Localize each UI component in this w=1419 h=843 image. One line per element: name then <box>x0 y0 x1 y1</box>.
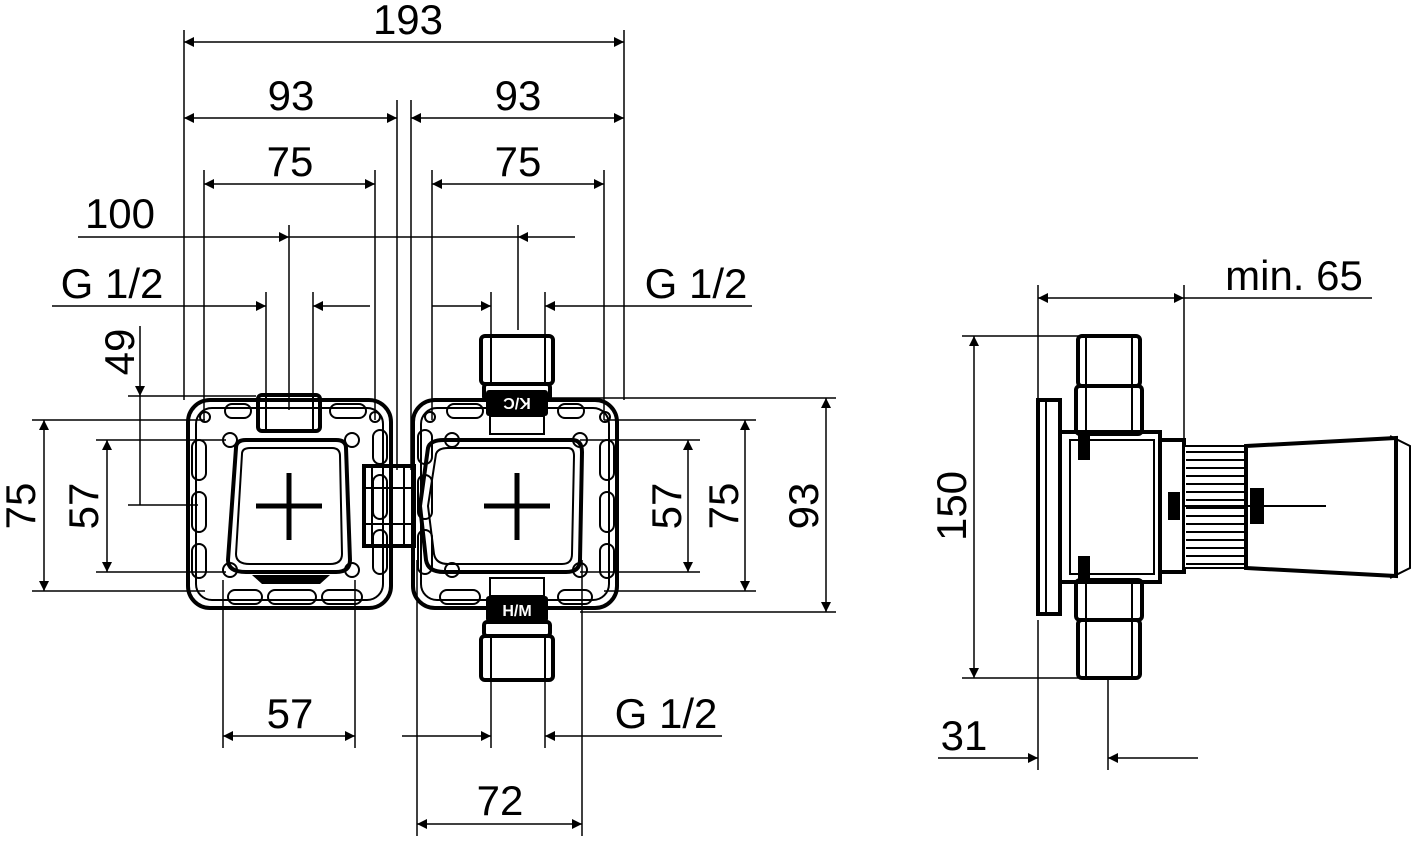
dim-100-label: 100 <box>85 190 155 237</box>
hot-outlet-fitting: H/M <box>479 577 555 682</box>
dim-bottom-72: 72 <box>416 560 583 836</box>
dim-height-left-75: 75 <box>0 419 205 592</box>
dim-31-label: 31 <box>941 712 988 759</box>
dim-side-min65: min. 65 <box>1037 252 1372 440</box>
hot-label: H/M <box>502 603 531 620</box>
dim-49-label: 49 <box>96 329 143 376</box>
dim-93-right-vertical-label: 93 <box>780 483 827 530</box>
dim-93-left-label: 93 <box>268 72 315 119</box>
dim-150-label: 150 <box>928 471 975 541</box>
dim-thread-top-left: G 1/2 <box>52 260 370 400</box>
dim-93-right-label: 93 <box>495 72 542 119</box>
dim-thread-top-right: G 1/2 <box>432 260 752 336</box>
dim-box-widths: 75 75 <box>203 138 605 420</box>
dim-thread-bottom: G 1/2 <box>402 680 722 748</box>
dim-72-bottom-label: 72 <box>477 777 524 824</box>
dim-bottom-57: 57 <box>222 580 356 748</box>
right-housing <box>411 398 619 610</box>
dim-height-right-75: 75 <box>604 419 756 592</box>
dim-57-left-vertical-label: 57 <box>60 483 107 530</box>
dim-axis-spacing: 100 <box>78 190 575 410</box>
thread-hatching <box>1186 451 1244 565</box>
cold-outlet-fitting: K/C <box>479 334 555 435</box>
dim-g12-top-right-label: G 1/2 <box>645 260 748 307</box>
dim-75-right-label: 75 <box>495 138 542 185</box>
dim-75-left-label: 75 <box>267 138 314 185</box>
dim-57-bottom-label: 57 <box>267 690 314 737</box>
dim-height-left-57: 57 <box>60 439 226 573</box>
dim-75-right-vertical-label: 75 <box>700 483 747 530</box>
dim-height-right-93: 93 <box>548 397 836 613</box>
dim-57-right-vertical-label: 57 <box>643 483 690 530</box>
dim-193-label: 193 <box>373 0 443 43</box>
dim-side-31: 31 <box>938 620 1198 770</box>
dim-75-left-vertical-label: 75 <box>0 483 44 530</box>
dim-g12-bottom-label: G 1/2 <box>615 690 718 737</box>
dim-g12-top-left-label: G 1/2 <box>61 260 164 307</box>
left-housing <box>186 393 393 610</box>
dim-half-widths: 93 93 <box>184 72 624 470</box>
dim-min65-label: min. 65 <box>1225 252 1363 299</box>
dim-height-right-57: 57 <box>580 439 700 573</box>
cold-label: K/C <box>503 394 531 411</box>
dim-overall-width: 193 <box>183 0 625 400</box>
side-view-body <box>1036 334 1411 680</box>
